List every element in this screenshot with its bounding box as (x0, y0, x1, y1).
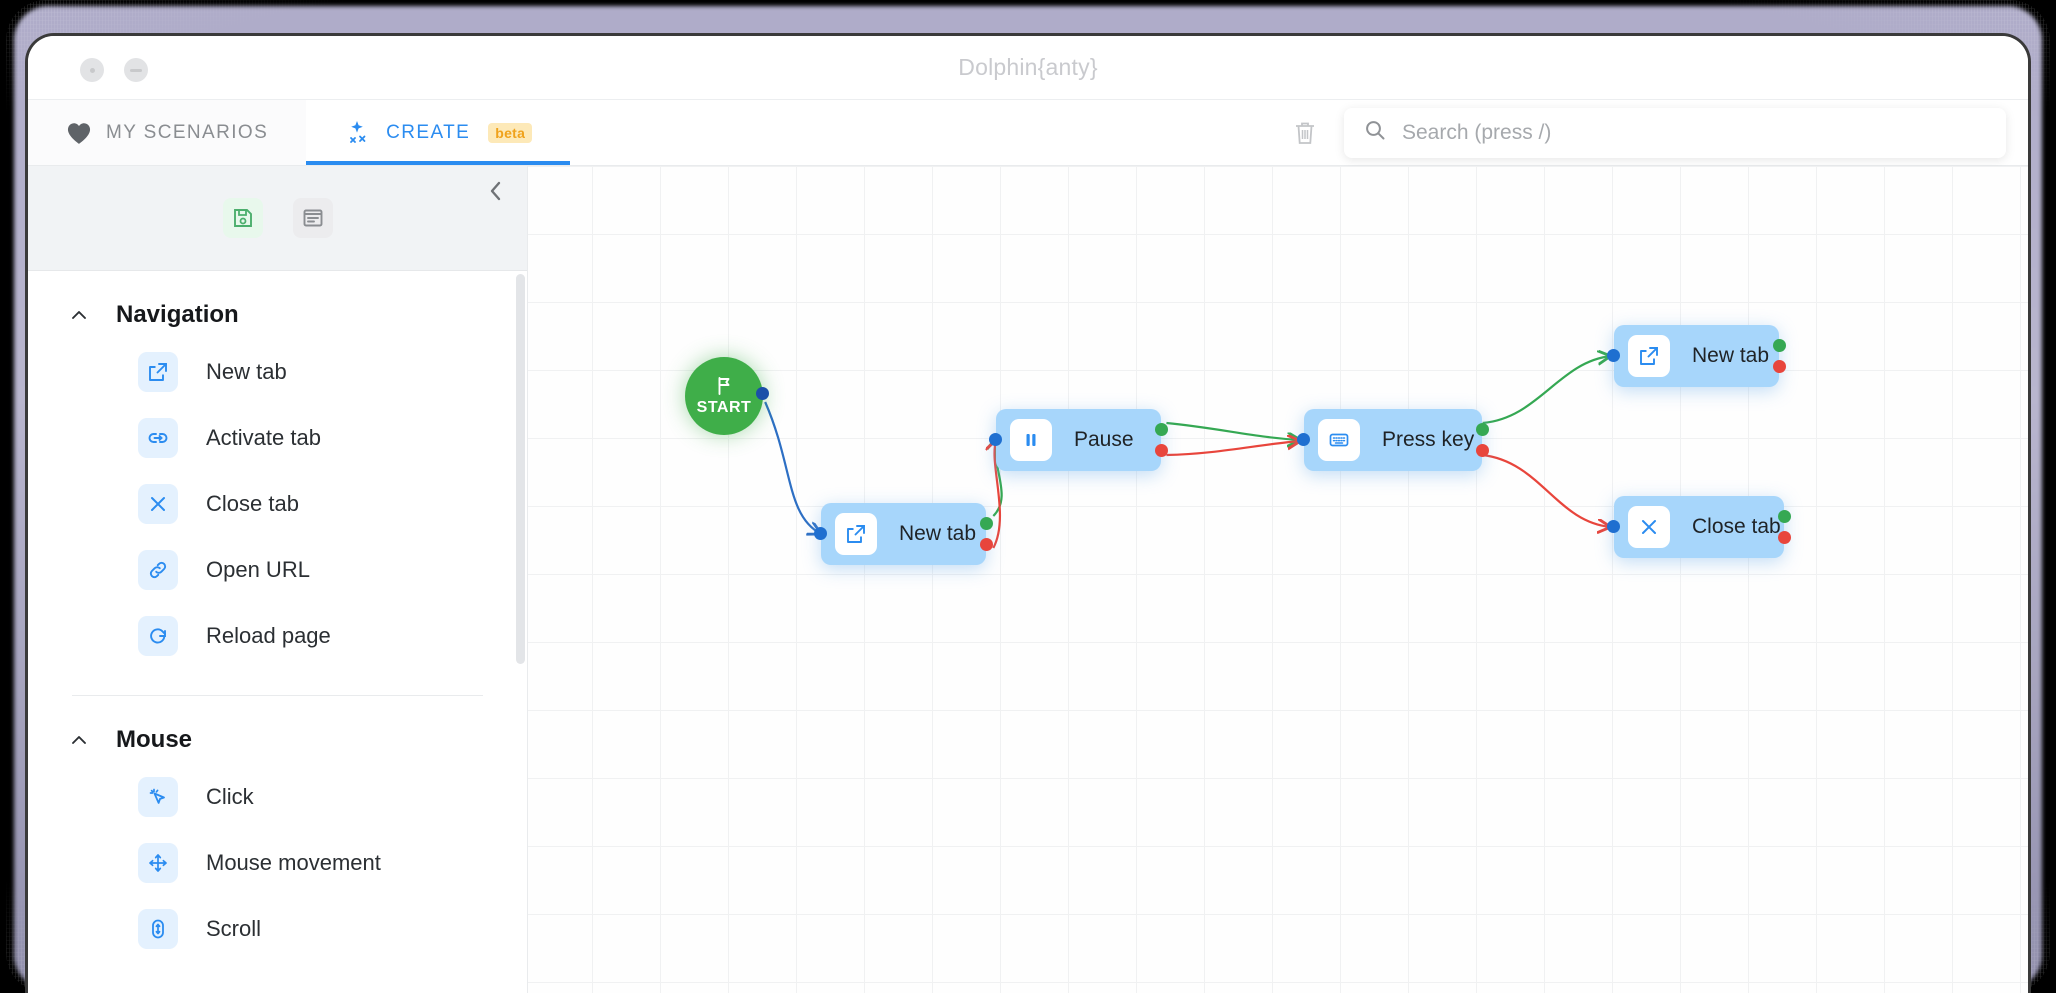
sparkle-icon (344, 119, 372, 147)
form-button[interactable] (292, 198, 333, 238)
window-controls (80, 58, 148, 82)
link-arrow-icon (138, 418, 178, 458)
start-node-output-port[interactable] (756, 387, 769, 400)
node-input-port[interactable] (1607, 520, 1620, 533)
node-input-port[interactable] (814, 527, 827, 540)
tab-my-scenarios[interactable]: MY SCENARIOS (28, 100, 307, 165)
chevron-up-icon (72, 736, 86, 744)
tab-label: CREATE (386, 121, 471, 143)
sidebar-item-label: Reload page (206, 623, 331, 648)
sidebar-item-label: Activate tab (206, 425, 321, 450)
sidebar-item-mouse-movement[interactable]: Mouse movement (28, 830, 527, 896)
reload-icon (138, 616, 178, 656)
start-node[interactable]: START (685, 357, 769, 435)
sidebar-scrollbar-thumb[interactable] (516, 274, 525, 664)
node-error-port[interactable] (1778, 531, 1791, 544)
node-pause[interactable]: Pause (989, 409, 1168, 471)
sidebar-item-activate-tab[interactable]: Activate tab (28, 405, 527, 471)
sidebar-item-label: Scroll (206, 916, 262, 941)
external-link-icon (1628, 335, 1670, 377)
node-new-tab-1[interactable]: New tab (814, 503, 993, 565)
group-mouse: Mouse Click (28, 696, 527, 962)
node-success-port[interactable] (1476, 423, 1489, 436)
pause-icon (1010, 419, 1052, 461)
panel-toolbar (28, 166, 527, 271)
search-icon (1364, 119, 1386, 146)
group-navigation: Navigation New tab (28, 271, 527, 696)
heart-icon (66, 121, 92, 145)
node-success-port[interactable] (1155, 423, 1168, 436)
keyboard-icon (1318, 419, 1360, 461)
node-close-tab[interactable]: Close tab (1607, 496, 1791, 558)
node-label: Pause (1074, 428, 1134, 451)
close-button[interactable] (80, 58, 104, 82)
sidebar-item-reload-page[interactable]: Reload page (28, 603, 527, 669)
node-input-port[interactable] (1297, 433, 1310, 446)
sidebar-item-label: Close tab (206, 491, 299, 516)
group-title: Mouse (116, 726, 193, 753)
close-icon (138, 484, 178, 524)
node-press-key[interactable]: Press key (1297, 409, 1489, 471)
sidebar-item-click[interactable]: Click (28, 764, 527, 830)
sidebar-item-label: Open URL (206, 557, 310, 582)
edge-layer (764, 166, 2028, 549)
node-label: New tab (899, 522, 977, 545)
save-button[interactable] (222, 198, 263, 238)
node-error-port[interactable] (980, 538, 993, 551)
collapse-panel-button[interactable] (481, 176, 511, 206)
move-arrows-icon (138, 843, 178, 883)
node-error-port[interactable] (1773, 360, 1786, 373)
app-body: Navigation New tab (28, 166, 2028, 993)
node-input-port[interactable] (989, 433, 1002, 446)
node-error-port[interactable] (1155, 444, 1168, 457)
save-icon (233, 209, 252, 227)
chevron-up-icon (72, 311, 86, 319)
group-title: Navigation (116, 301, 239, 328)
cursor-click-icon (138, 777, 178, 817)
group-header-mouse[interactable]: Mouse (28, 696, 527, 764)
tab-label: MY SCENARIOS (106, 121, 269, 143)
flag-icon (718, 377, 730, 395)
tab-create[interactable]: CREATE beta (306, 100, 571, 165)
header-actions (1288, 100, 2028, 165)
node-label: Close tab (1692, 515, 1781, 538)
scenario-canvas[interactable]: START New tab (528, 166, 2028, 993)
node-error-port[interactable] (1476, 444, 1489, 457)
node-label: Press key (1382, 428, 1475, 451)
node-success-port[interactable] (1773, 339, 1786, 352)
tab-strip: MY SCENARIOS CREATE beta (28, 100, 2028, 166)
start-node-label: START (696, 399, 752, 416)
scroll-icon (138, 909, 178, 949)
form-icon (303, 209, 322, 227)
chain-link-icon (138, 550, 178, 590)
node-new-tab-2[interactable]: New tab (1607, 325, 1786, 387)
sidebar-item-open-url[interactable]: Open URL (28, 537, 527, 603)
page-title: Dolphin{anty} (958, 54, 1098, 80)
node-success-port[interactable] (980, 517, 993, 530)
minimize-button[interactable] (124, 58, 148, 82)
node-input-port[interactable] (1607, 349, 1620, 362)
sidebar-item-close-tab[interactable]: Close tab (28, 471, 527, 537)
group-divider (72, 695, 483, 696)
app-window: Dolphin{anty} MY SCENARIOS CREATE beta (28, 36, 2028, 993)
search-box[interactable] (1344, 107, 2006, 158)
search-input[interactable] (1400, 119, 1986, 146)
sidebar-item-label: New tab (206, 359, 287, 384)
sidebar-item-new-tab[interactable]: New tab (28, 339, 527, 405)
group-header-navigation[interactable]: Navigation (28, 271, 527, 339)
sidebar-item-scroll[interactable]: Scroll (28, 896, 527, 962)
external-link-icon (835, 513, 877, 555)
beta-badge: beta (488, 122, 533, 143)
actions-sidebar: Navigation New tab (28, 166, 528, 993)
chevron-left-icon (490, 181, 501, 201)
close-icon (1628, 506, 1670, 548)
external-link-icon (138, 352, 178, 392)
trash-icon[interactable] (1288, 116, 1322, 150)
node-label: New tab (1692, 344, 1770, 367)
title-bar: Dolphin{anty} (28, 36, 2028, 100)
sidebar-item-label: Mouse movement (206, 850, 381, 875)
node-success-port[interactable] (1778, 510, 1791, 523)
sidebar-item-label: Click (206, 784, 254, 809)
